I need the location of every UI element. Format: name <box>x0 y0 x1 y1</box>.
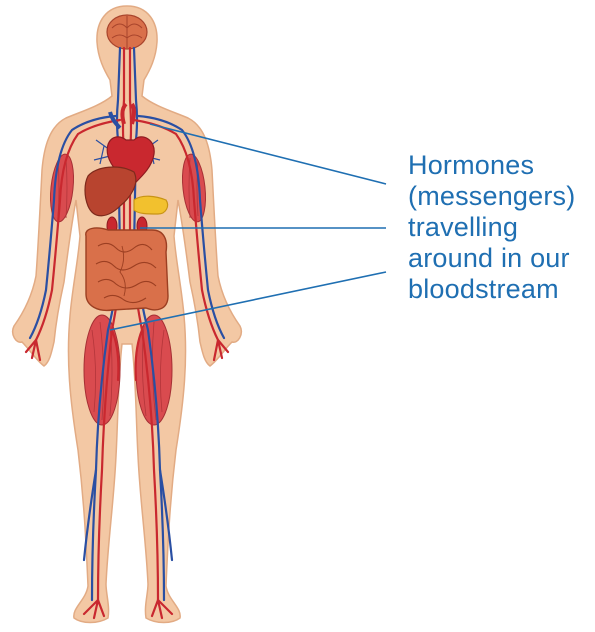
intestines-icon <box>86 228 168 310</box>
pancreas-icon <box>134 196 168 214</box>
caption-line-5: bloodstream <box>408 274 593 305</box>
caption-line-4: around in our <box>408 243 593 274</box>
brain-icon <box>107 15 147 49</box>
hormones-caption: Hormones (messengers) travelling around … <box>408 150 593 305</box>
caption-line-1: Hormones <box>408 150 593 181</box>
caption-line-2: (messengers) <box>408 181 593 212</box>
caption-line-3: travelling <box>408 212 593 243</box>
